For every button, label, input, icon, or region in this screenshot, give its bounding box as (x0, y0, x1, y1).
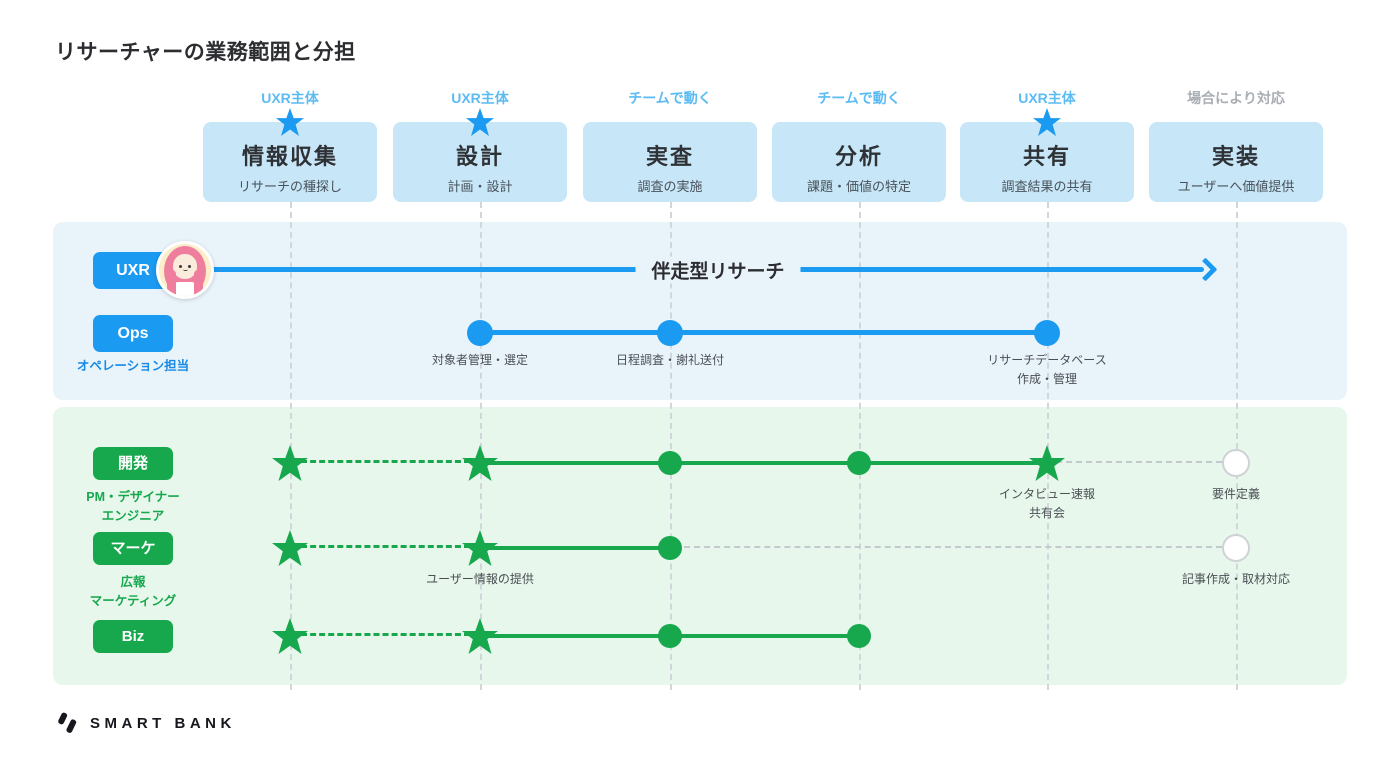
phase-title: 情報収集 (241, 144, 338, 169)
phase-box: 分析 課題・価値の特定 (772, 122, 946, 202)
brand-logo: SMART BANK (55, 710, 236, 736)
dev-role-sublabel: PM・デザイナー エンジニア (86, 488, 180, 527)
ops-line (480, 330, 1047, 335)
column-owner-label: チームで動く (628, 90, 712, 106)
dev-role-tag: 開発 (93, 447, 173, 480)
phase-subtitle: リサーチの種探し (237, 179, 342, 194)
milestone-text: 要件定義 (1211, 487, 1261, 501)
phase-box: 実査 調査の実施 (583, 122, 757, 202)
avatar-mouth (182, 268, 188, 271)
ops-role-tag: Ops (93, 315, 173, 352)
marketing-milestone-label: ユーザー情報の提供 (426, 570, 534, 589)
ops-role-sublabel: オペレーション担当 (76, 359, 190, 373)
biz-dot-analysis (847, 624, 871, 648)
dev-dashed-segment (292, 460, 470, 463)
dev-circle-implementation (1222, 449, 1250, 477)
column-owner-label: UXR主体 (1018, 90, 1076, 106)
milestone-text: 対象者管理・選定 (431, 353, 529, 367)
marketing-dot-fieldwork (658, 536, 682, 560)
avatar-eye (188, 265, 191, 268)
marketing-role-tag: マーケ (93, 532, 173, 565)
milestone-text: 共有会 (1028, 505, 1066, 520)
smartbank-logo-icon (58, 712, 77, 733)
marketing-line (480, 546, 670, 550)
ops-dot-sharing (1034, 320, 1060, 346)
phase-title: 分析 (834, 144, 883, 169)
phase-title: 実査 (645, 144, 694, 169)
marketing-gray-dashed-segment (684, 546, 1222, 548)
avatar-body (170, 282, 200, 296)
phase-title: 共有 (1022, 144, 1071, 169)
milestone-text: リサーチデータベース (987, 353, 1107, 367)
ops-dot-fieldwork (657, 320, 683, 346)
column-sharing: UXR主体 共有 調査結果の共有 (960, 88, 1134, 202)
gridline-col-2 (480, 202, 482, 690)
ops-milestone-label: 日程調査・謝礼送付 (616, 351, 724, 370)
uxr-panel (53, 222, 1347, 400)
marketing-dashed-segment (292, 545, 470, 548)
phase-box: 共有 調査結果の共有 (960, 122, 1134, 202)
phase-box: 情報収集 リサーチの種探し (203, 122, 377, 202)
milestone-text: ユーザー情報の提供 (426, 572, 534, 586)
biz-role-tag: Biz (93, 620, 173, 653)
milestone-text: 記事作成・取材対応 (1181, 572, 1291, 586)
column-owner-label: UXR主体 (451, 90, 509, 106)
column-design: UXR主体 設計 計画・設計 (393, 88, 567, 202)
sublabel-line: マーケティング (89, 594, 177, 609)
milestone-text: 作成・管理 (1016, 371, 1077, 386)
uxr-researcher-avatar (156, 241, 214, 299)
dev-milestone-label: 要件定義 (1212, 485, 1260, 504)
column-analysis: チームで動く 分析 課題・価値の特定 (772, 88, 946, 202)
dev-milestone-label: インタビュー速報 共有会 (999, 485, 1095, 522)
milestone-text: インタビュー速報 (998, 487, 1096, 501)
phase-title: 実装 (1211, 144, 1260, 169)
avatar-hair-lock (194, 270, 203, 296)
dev-line (480, 461, 1047, 465)
marketing-role-sublabel: 広報 マーケティング (90, 573, 177, 612)
sublabel-line: PM・デザイナー (86, 490, 180, 504)
page-title: リサーチャーの業務範囲と分担 (55, 41, 356, 64)
column-implementation: 場合により対応 実装 ユーザーへ価値提供 (1149, 88, 1323, 202)
dev-dot-analysis (847, 451, 871, 475)
phase-subtitle: 調査の実施 (637, 179, 703, 194)
column-information-gathering: UXR主体 情報収集 リサーチの種探し (203, 88, 377, 202)
phase-title: 設計 (455, 144, 504, 169)
column-owner-label: 場合により対応 (1187, 90, 1285, 106)
sublabel-line: エンジニア (101, 509, 165, 524)
gridline-col-4 (859, 202, 861, 690)
phase-subtitle: 計画・設計 (447, 179, 513, 194)
column-fieldwork: チームで動く 実査 調査の実施 (583, 88, 757, 202)
marketing-circle-implementation (1222, 534, 1250, 562)
brand-name: SMART BANK (90, 714, 236, 732)
gridline-col-3 (670, 202, 672, 690)
biz-dashed-segment (292, 633, 470, 636)
biz-dot-fieldwork (658, 624, 682, 648)
avatar-face (173, 254, 197, 279)
avatar-eye (179, 265, 182, 268)
milestone-text: 日程調査・謝礼送付 (615, 353, 725, 367)
column-owner-label: UXR主体 (261, 90, 319, 106)
sublabel-line: 広報 (120, 575, 146, 589)
column-owner-label: チームで動く (817, 90, 901, 106)
phase-box: 実装 ユーザーへ価値提供 (1149, 122, 1323, 202)
ops-milestone-label: 対象者管理・選定 (432, 351, 528, 370)
ops-dot-design (467, 320, 493, 346)
gridline-col-5 (1047, 202, 1049, 690)
gridline-col-1 (290, 202, 292, 690)
gridline-col-6 (1236, 202, 1238, 690)
ops-milestone-label: リサーチデータベース 作成・管理 (987, 351, 1106, 388)
avatar-hair-lock (167, 270, 176, 296)
phase-box: 設計 計画・設計 (393, 122, 567, 202)
phase-subtitle: 調査結果の共有 (1001, 179, 1093, 194)
dev-gray-dashed-segment (1056, 461, 1222, 463)
journey-label: 伴走型リサーチ (635, 256, 801, 284)
marketing-milestone-label: 記事作成・取材対応 (1182, 570, 1290, 589)
dev-dot-fieldwork (658, 451, 682, 475)
phase-subtitle: 課題・価値の特定 (806, 179, 911, 194)
phase-subtitle: ユーザーへ価値提供 (1177, 179, 1295, 194)
